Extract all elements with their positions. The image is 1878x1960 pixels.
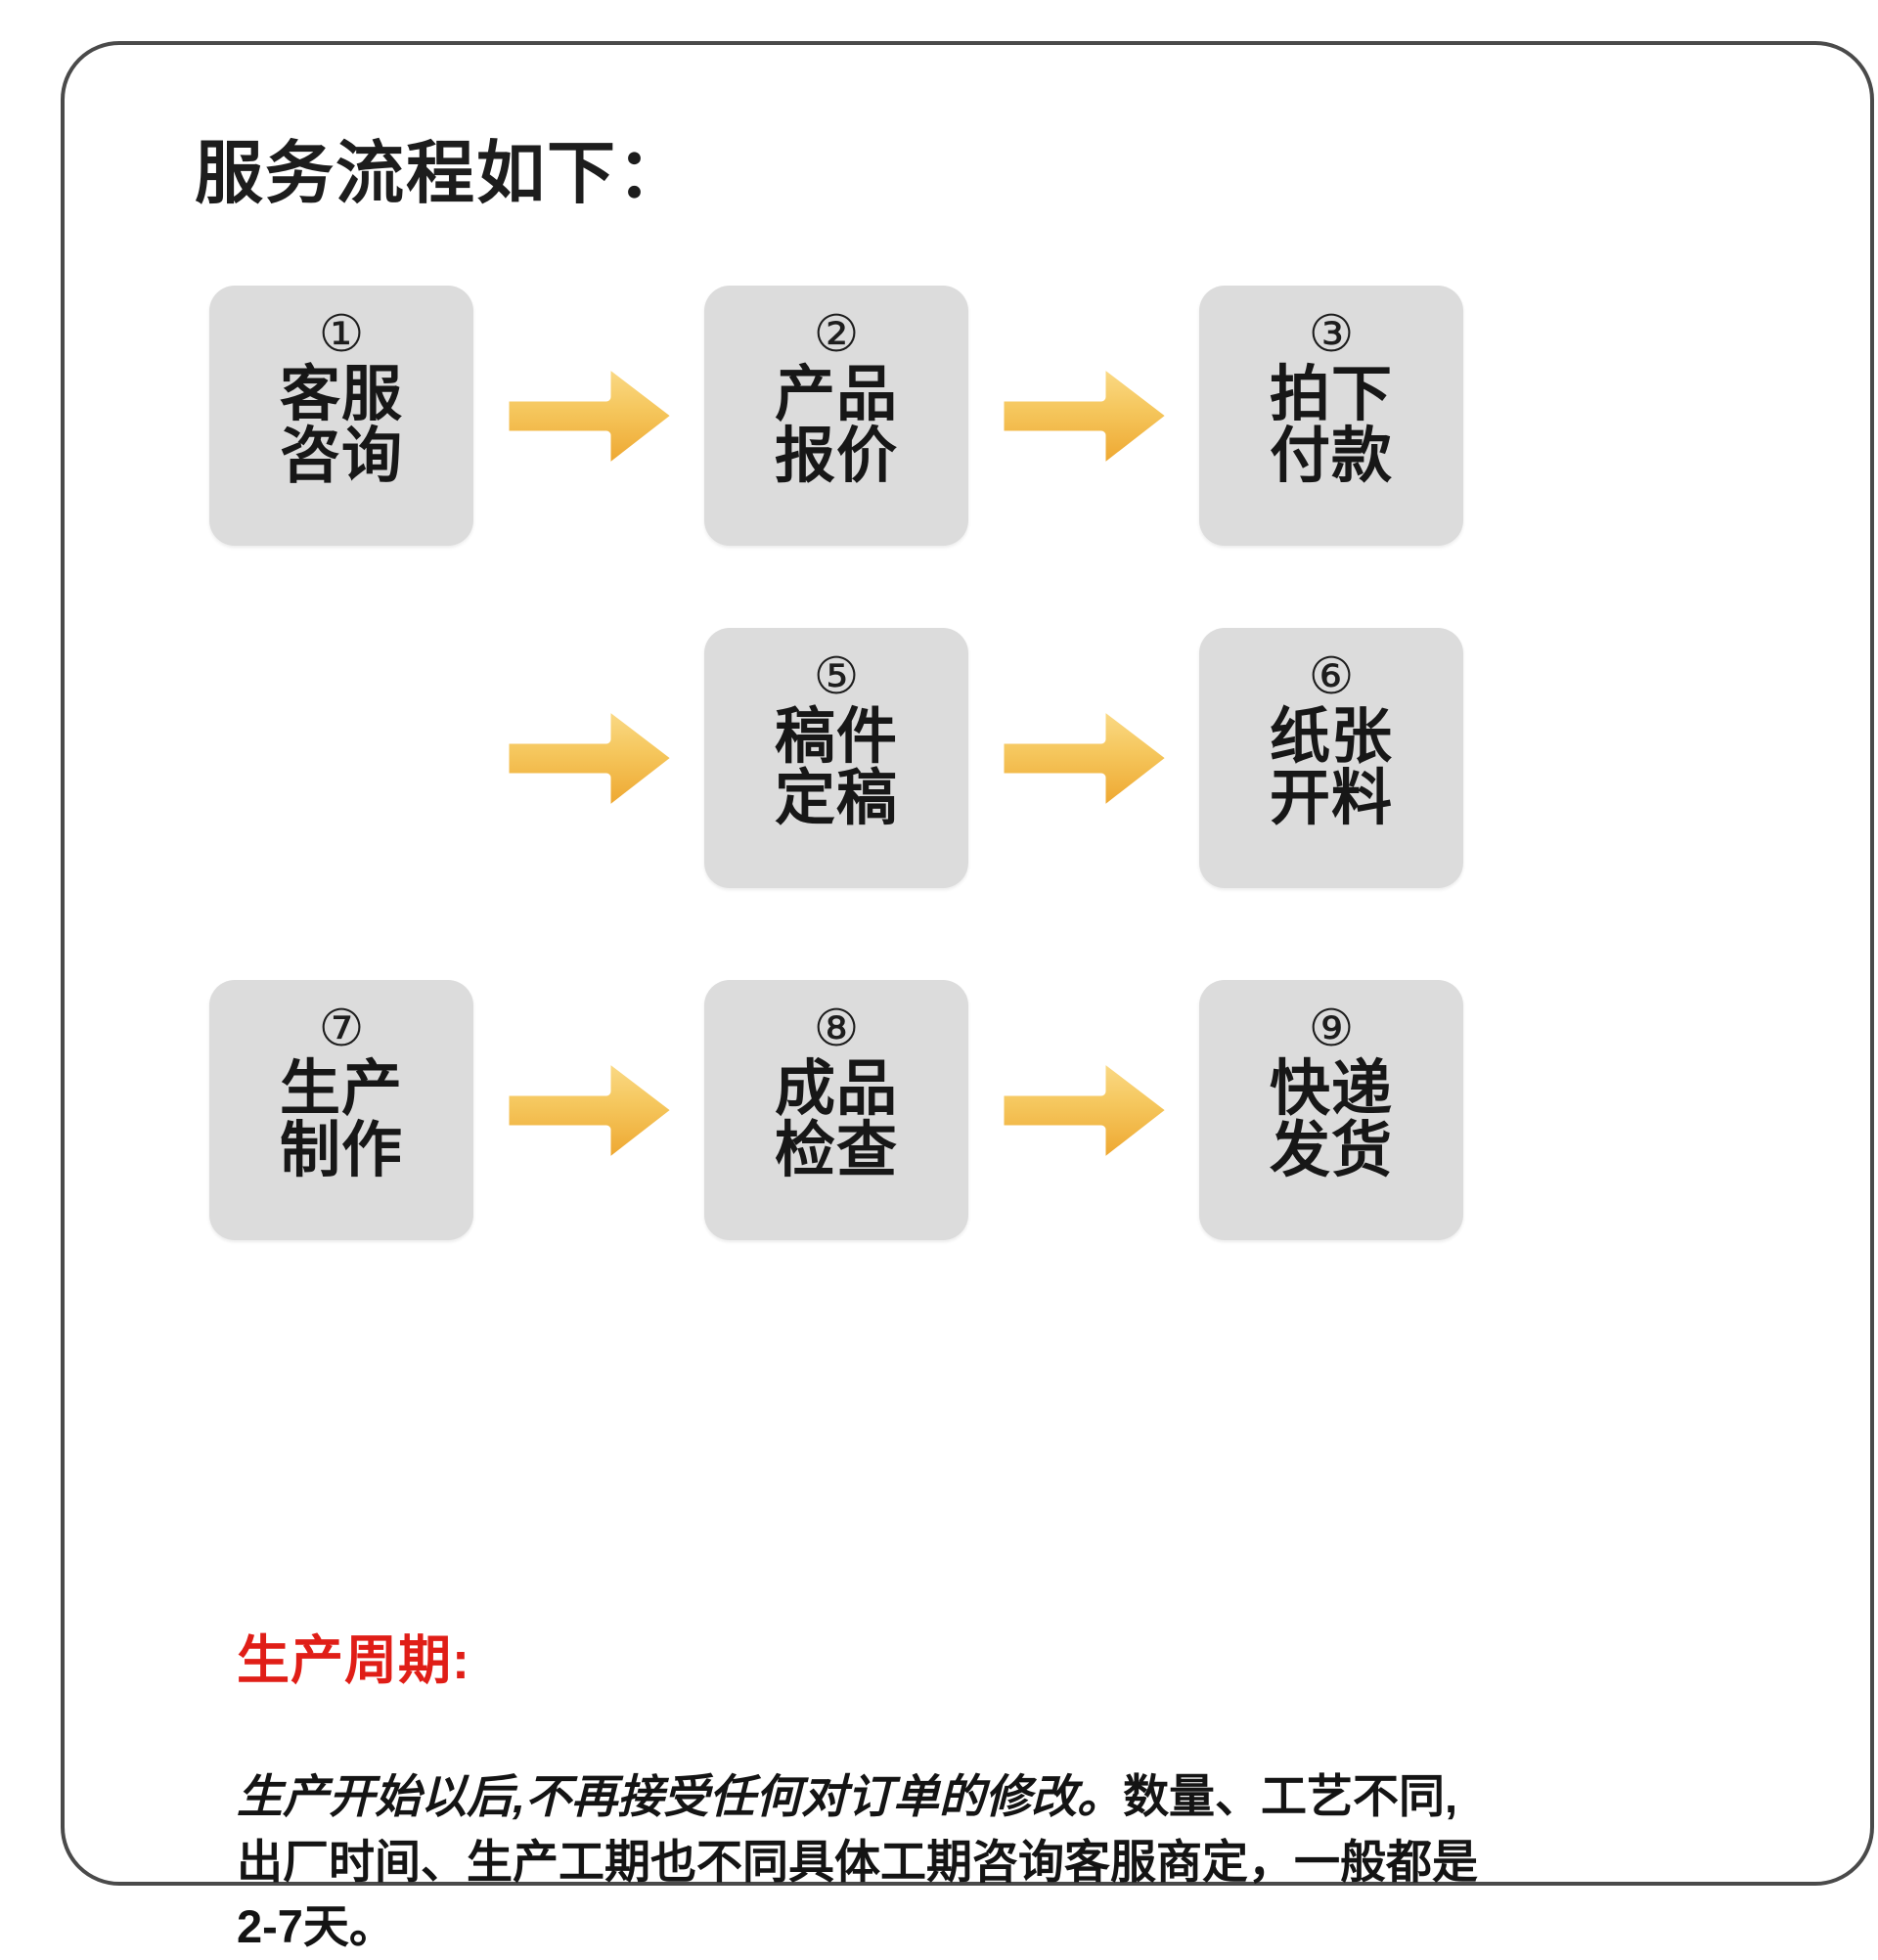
step-number-7: ⑦	[318, 1000, 365, 1058]
step-number-1: ①	[318, 305, 365, 364]
step-label-2: 产品 报价	[774, 361, 898, 491]
arrow-slot	[473, 286, 704, 546]
page-title: 服务流程如下：	[195, 135, 688, 211]
production-cycle-heading: 生产周期:	[237, 1631, 470, 1690]
arrow-right-icon	[500, 699, 682, 818]
step-label-6: 纸张 开料	[1269, 703, 1393, 833]
step-cell: ② 产品 报价	[704, 286, 968, 546]
step-number-9: ⑨	[1308, 1000, 1355, 1058]
step-box-5[interactable]: ⑤ 稿件 定稿	[704, 628, 968, 888]
flow-row-2: ⑤ 稿件 定稿 ⑥ 纸张 开料	[209, 628, 1481, 888]
step-label-line2: 发货	[1269, 1117, 1393, 1185]
flow-row-1: ① 客服 咨询 ②	[209, 286, 1481, 546]
step-box-2[interactable]: ② 产品 报价	[704, 286, 968, 546]
step-box-3[interactable]: ③ 拍下 付款	[1199, 286, 1463, 546]
step-cell: ⑦ 生产 制作	[209, 980, 473, 1240]
arrow-right-icon	[995, 357, 1177, 475]
arrow-right-icon	[995, 699, 1177, 818]
step-number-8: ⑧	[813, 1000, 860, 1058]
step-label-7: 生产 制作	[279, 1055, 403, 1185]
step-label-8: 成品 检查	[774, 1055, 898, 1185]
step-number-6: ⑥	[1308, 647, 1355, 706]
production-cycle-body: 生产开始以后,不再接受任何对订单的修改。数量、工艺不同,出厂时间、生产工期也不同…	[237, 1764, 1498, 1960]
step-box-6[interactable]: ⑥ 纸张 开料	[1199, 628, 1463, 888]
step-label-line2: 定稿	[774, 765, 898, 833]
step-label-line1: 快递	[1269, 1055, 1393, 1123]
step-cell: ⑥ 纸张 开料	[1199, 628, 1463, 888]
step-number-2: ②	[813, 305, 860, 364]
step-label-3: 拍下 付款	[1269, 361, 1393, 491]
step-box-8[interactable]: ⑧ 成品 检查	[704, 980, 968, 1240]
step-label-9: 快递 发货	[1269, 1055, 1393, 1185]
step-number-3: ③	[1308, 305, 1355, 364]
arrow-right-icon	[500, 357, 682, 475]
flow-row-3: ⑦ 生产 制作 ⑧ 成品 检查	[209, 980, 1481, 1240]
step-label-line2: 制作	[279, 1117, 403, 1185]
step-label-line1: 稿件	[774, 703, 898, 771]
step-label-1: 客服 咨询	[279, 361, 403, 491]
step-box-7[interactable]: ⑦ 生产 制作	[209, 980, 473, 1240]
step-number-5: ⑤	[813, 647, 860, 706]
step-label-line1: 拍下	[1269, 361, 1393, 428]
production-cycle-emphasis: 生产开始以后,不再接受任何对订单的修改。	[237, 1770, 1124, 1822]
arrow-slot-leading	[473, 628, 704, 888]
step-box-1[interactable]: ① 客服 咨询	[209, 286, 473, 546]
service-flow-card: 服务流程如下： ① 客服 咨询	[61, 41, 1874, 1952]
step-label-line1: 客服	[279, 361, 403, 428]
step-cell: ⑧ 成品 检查	[704, 980, 968, 1240]
step-label-5: 稿件 定稿	[774, 703, 898, 833]
arrow-right-icon	[500, 1051, 682, 1170]
step-label-line2: 检查	[774, 1117, 898, 1185]
arrow-slot	[968, 628, 1199, 888]
step-label-line1: 生产	[279, 1055, 403, 1123]
step-cell: ③ 拍下 付款	[1199, 286, 1463, 546]
arrow-slot	[968, 980, 1199, 1240]
step-box-9[interactable]: ⑨ 快递 发货	[1199, 980, 1463, 1240]
step-label-line2: 报价	[774, 423, 898, 491]
step-cell: ① 客服 咨询	[209, 286, 473, 546]
step-cell: ⑤ 稿件 定稿	[704, 628, 968, 888]
step-label-line2: 付款	[1269, 423, 1393, 491]
step-label-line1: 成品	[774, 1055, 898, 1123]
arrow-right-icon	[995, 1051, 1177, 1170]
step-label-line2: 开料	[1269, 765, 1393, 833]
step-label-line2: 咨询	[279, 423, 403, 491]
arrow-slot	[968, 286, 1199, 546]
arrow-slot	[473, 980, 704, 1240]
step-label-line1: 产品	[774, 361, 898, 428]
step-label-line1: 纸张	[1269, 703, 1393, 771]
step-cell: ⑨ 快递 发货	[1199, 980, 1463, 1240]
